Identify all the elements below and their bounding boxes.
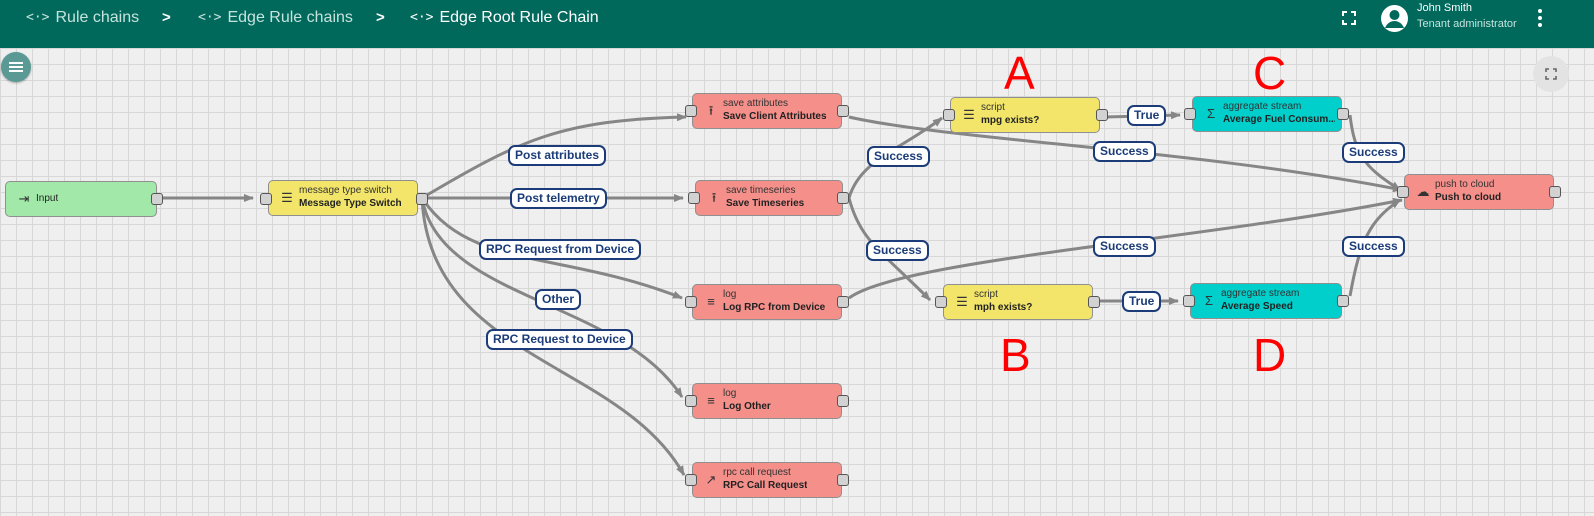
port-in[interactable] <box>685 474 697 486</box>
filter-icon: ☰ <box>956 294 968 309</box>
edge-label-rpc-from-device[interactable]: RPC Request from Device <box>479 239 642 260</box>
menu-button[interactable] <box>1 52 31 82</box>
user-role: Tenant administrator <box>1417 18 1517 30</box>
edge-label-success[interactable]: Success <box>1342 142 1405 163</box>
breadcrumb-separator: > <box>162 9 171 26</box>
log-icon: ≡ <box>707 393 715 408</box>
port-out[interactable] <box>1096 109 1108 121</box>
port-out[interactable] <box>1337 295 1349 307</box>
edge-label-success[interactable]: Success <box>1093 236 1156 257</box>
breadcrumb-current: <·> Edge Root Rule Chain <box>410 0 599 36</box>
rule-chain-icon: <·> <box>410 10 434 25</box>
annotation-a: A <box>1004 47 1035 99</box>
edge-label-success[interactable]: Success <box>1093 141 1156 162</box>
port-out[interactable] <box>1088 296 1100 308</box>
port-out[interactable] <box>1549 186 1561 198</box>
node-script-mpg[interactable]: ☰ script mpg exists? <box>950 97 1100 133</box>
fullscreen-icon[interactable] <box>1341 10 1357 26</box>
upload-icon: ⭱ <box>711 190 717 205</box>
port-in[interactable] <box>935 296 947 308</box>
annotation-d: D <box>1253 329 1287 381</box>
edge-label-success[interactable]: Success <box>867 146 930 167</box>
port-in[interactable] <box>943 109 955 121</box>
node-rpc-call-request[interactable]: ↗ rpc call request RPC Call Request <box>692 462 842 498</box>
sigma-icon: Σ <box>1204 293 1214 308</box>
cloud-upload-icon: ☁ <box>1416 184 1430 199</box>
port-in[interactable] <box>685 395 697 407</box>
account-icon <box>1385 10 1404 28</box>
node-push-to-cloud[interactable]: ☁ push to cloud Push to cloud <box>1404 174 1554 210</box>
breadcrumb-rule-chains[interactable]: <·> Rule chains <box>26 0 139 36</box>
edge-label-post-telemetry[interactable]: Post telemetry <box>510 188 607 209</box>
rule-chain-icon: <·> <box>26 10 50 25</box>
port-out[interactable] <box>837 105 849 117</box>
port-out[interactable] <box>837 474 849 486</box>
fullscreen-icon <box>1545 68 1557 80</box>
avatar[interactable] <box>1381 5 1408 32</box>
port-in[interactable] <box>688 192 700 204</box>
rule-chain-icon: <·> <box>198 10 222 25</box>
node-aggregate-fuel[interactable]: Σ aggregate stream Average Fuel Consum..… <box>1192 96 1342 132</box>
edge-speed-push <box>1348 198 1401 297</box>
node-log-other[interactable]: ≡ log Log Other <box>692 383 842 419</box>
edge-label-success[interactable]: Success <box>866 240 929 261</box>
edge-saveattr-push <box>848 115 1403 193</box>
node-save-timeseries[interactable]: ⭱ save timeseries Save Timeseries <box>695 180 843 216</box>
canvas-fullscreen-button[interactable] <box>1533 56 1569 92</box>
port-in[interactable] <box>1397 186 1409 198</box>
annotation-c: C <box>1253 47 1287 99</box>
edge-logrpc-push <box>848 197 1403 300</box>
edge-label-rpc-to-device[interactable]: RPC Request to Device <box>486 329 633 350</box>
port-out[interactable] <box>837 296 849 308</box>
upload-icon: ⭱ <box>708 103 714 118</box>
node-message-type-switch[interactable]: ☰ message type switch Message Type Switc… <box>268 180 418 216</box>
port-in[interactable] <box>1183 295 1195 307</box>
input-icon: ⇥ <box>18 191 30 206</box>
node-log-rpc-from-device[interactable]: ≡ log Log RPC from Device <box>692 284 842 320</box>
call-made-icon: ↗ <box>705 472 717 487</box>
port-in[interactable] <box>1184 108 1196 120</box>
edge-switch-save-attr <box>421 113 687 200</box>
edge-label-other[interactable]: Other <box>535 289 582 310</box>
sigma-icon: Σ <box>1206 106 1216 121</box>
user-name: John Smith <box>1417 2 1473 14</box>
port-in[interactable] <box>685 296 697 308</box>
breadcrumb-separator: > <box>376 9 385 26</box>
port-out[interactable] <box>416 193 428 205</box>
log-icon: ≡ <box>707 294 715 309</box>
port-in[interactable] <box>260 193 272 205</box>
edge-switch-rpc-call <box>420 197 686 476</box>
more-vert-icon[interactable] <box>1538 9 1542 27</box>
port-in[interactable] <box>685 105 697 117</box>
filter-icon: ☰ <box>281 190 293 205</box>
port-out[interactable] <box>837 395 849 407</box>
top-toolbar: <·> Rule chains > <·> Edge Rule chains >… <box>0 0 1594 48</box>
edge-label-true[interactable]: True <box>1122 291 1162 312</box>
port-out[interactable] <box>837 192 849 204</box>
filter-icon: ☰ <box>963 107 975 122</box>
edge-label-true[interactable]: True <box>1127 105 1167 126</box>
annotation-b: B <box>1000 329 1031 381</box>
breadcrumb-edge-rule-chains[interactable]: <·> Edge Rule chains <box>198 0 353 36</box>
port-out[interactable] <box>1337 108 1349 120</box>
node-aggregate-speed[interactable]: Σ aggregate stream Average Speed <box>1190 283 1342 319</box>
edge-label-success[interactable]: Success <box>1342 236 1405 257</box>
node-save-attributes[interactable]: ⭱ save attributes Save Client Attributes <box>692 93 842 129</box>
node-input[interactable]: ⇥ Input <box>5 181 157 217</box>
port-out[interactable] <box>151 193 163 205</box>
edge-label-post-attributes[interactable]: Post attributes <box>508 145 607 166</box>
node-script-mph[interactable]: ☰ script mph exists? <box>943 284 1093 320</box>
